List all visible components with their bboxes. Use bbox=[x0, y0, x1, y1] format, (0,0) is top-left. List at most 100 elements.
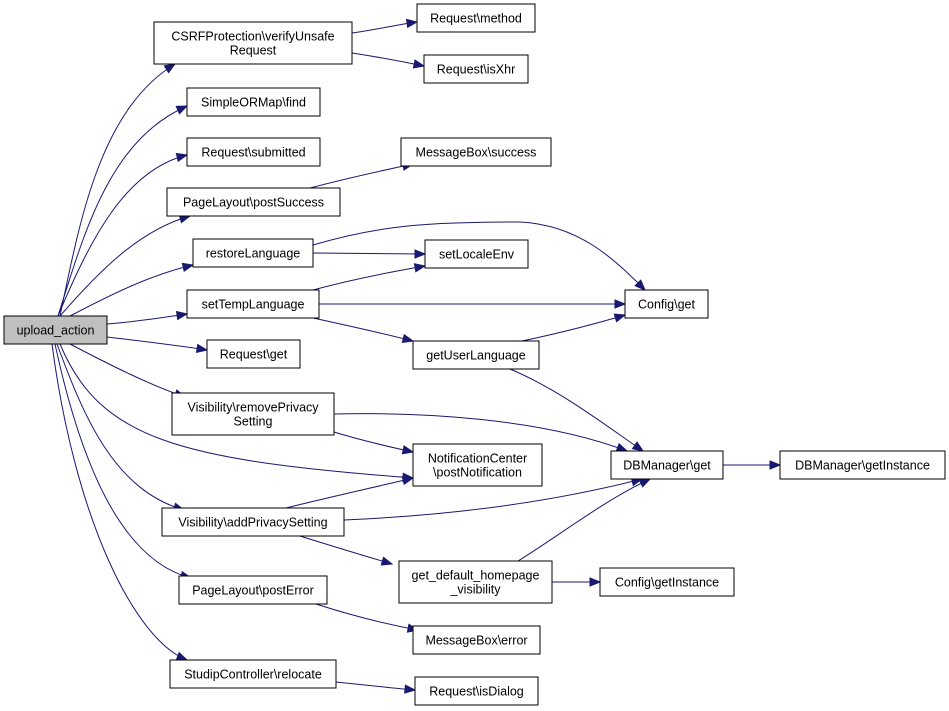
edge-line bbox=[69, 264, 194, 317]
edge-upload_action-to-restore_lang bbox=[69, 262, 195, 317]
node-box bbox=[779, 450, 946, 480]
edge-temp_lang-to-set_locale bbox=[312, 263, 427, 291]
node-req-get[interactable]: Request\get bbox=[206, 339, 301, 369]
edge-line bbox=[521, 314, 626, 342]
edge-line bbox=[335, 681, 416, 691]
edge-line bbox=[315, 603, 419, 631]
node-box bbox=[412, 625, 541, 655]
node-relocate[interactable]: StudipController\relocate bbox=[169, 659, 337, 689]
edge-line bbox=[312, 265, 426, 291]
edge-line bbox=[57, 154, 188, 317]
edge-line bbox=[509, 368, 644, 452]
node-box bbox=[414, 676, 539, 706]
node-box bbox=[599, 567, 735, 597]
node-label: Request\get bbox=[220, 348, 288, 362]
edge-csrf-to-req_isxhr bbox=[351, 52, 426, 69]
arrowhead bbox=[401, 333, 415, 344]
node-label: setTempLanguage bbox=[202, 298, 305, 312]
node-config-get[interactable]: Config\get bbox=[624, 289, 709, 319]
node-req-isxhr[interactable]: Request\isXhr bbox=[423, 54, 529, 84]
arrowhead bbox=[175, 310, 189, 321]
node-label: PageLayout\postSuccess bbox=[183, 196, 324, 210]
node-vis-add[interactable]: Visibility\addPrivacySetting bbox=[161, 507, 345, 537]
arrowhead bbox=[769, 460, 782, 470]
arrowhead bbox=[413, 263, 427, 273]
edge-upload_action-to-relocate bbox=[51, 343, 189, 661]
node-box bbox=[400, 137, 552, 167]
edge-line bbox=[312, 317, 414, 342]
edge-line bbox=[351, 52, 425, 67]
edge-line bbox=[57, 105, 188, 317]
node-box bbox=[412, 340, 540, 370]
node-box bbox=[169, 659, 337, 689]
node-box bbox=[192, 238, 314, 268]
edge-vis_add-to-notif bbox=[285, 475, 415, 509]
node-label: setLocaleEnv bbox=[439, 248, 515, 262]
node-config-instance[interactable]: Config\getInstance bbox=[599, 567, 735, 597]
arrowhead bbox=[638, 478, 652, 488]
node-label: DBManager\get bbox=[623, 459, 711, 473]
edge-vis_remove-to-notif bbox=[333, 431, 415, 455]
node-set-locale[interactable]: setLocaleEnv bbox=[424, 239, 529, 269]
node-label: PageLayout\postError bbox=[192, 584, 314, 598]
edge-user_lang-to-config_get bbox=[521, 313, 627, 342]
edge-line bbox=[312, 221, 646, 291]
node-user-lang[interactable]: getUserLanguage bbox=[412, 340, 540, 370]
node-label: upload_action bbox=[17, 324, 95, 338]
node-box bbox=[624, 289, 709, 319]
call-nodes: upload_action CSRFProtection\verifyUnsafe… bbox=[3, 3, 946, 706]
node-msg-success[interactable]: MessageBox\success bbox=[400, 137, 552, 167]
edge-db_get-to-db_instance bbox=[723, 460, 782, 470]
node-label: _visibility bbox=[449, 583, 501, 597]
edge-line bbox=[333, 431, 414, 453]
node-temp-lang[interactable]: setTempLanguage bbox=[186, 289, 320, 319]
edge-line bbox=[59, 215, 191, 317]
arrowhead bbox=[175, 105, 189, 115]
edge-line bbox=[517, 478, 651, 562]
node-msg-error[interactable]: MessageBox\error bbox=[412, 625, 541, 655]
arrowhead bbox=[631, 441, 645, 452]
node-pl-error[interactable]: PageLayout\postError bbox=[178, 575, 328, 605]
node-orm-find[interactable]: SimpleORMap\find bbox=[186, 87, 321, 117]
edge-user_lang-to-db_get bbox=[509, 368, 645, 452]
node-box bbox=[398, 560, 553, 604]
edge-csrf-to-req_method bbox=[351, 18, 419, 34]
edge-line bbox=[59, 343, 414, 479]
arrowhead bbox=[380, 556, 394, 566]
node-notif[interactable]: NotificationCenter\postNotification bbox=[412, 443, 543, 487]
arrowhead bbox=[412, 59, 426, 69]
edge-line bbox=[343, 478, 643, 521]
node-label: Config\get bbox=[638, 298, 696, 312]
node-req-method[interactable]: Request\method bbox=[416, 3, 536, 33]
node-box bbox=[166, 187, 341, 217]
node-label: Request\submitted bbox=[201, 146, 305, 160]
node-box bbox=[412, 443, 543, 487]
arrowhead bbox=[615, 442, 629, 452]
node-db-get[interactable]: DBManager\get bbox=[610, 450, 724, 480]
edge-line bbox=[59, 63, 176, 317]
node-restore-lang[interactable]: restoreLanguage bbox=[192, 238, 314, 268]
node-db-instance[interactable]: DBManager\getInstance bbox=[779, 450, 946, 480]
edge-line bbox=[106, 336, 208, 351]
edge-line bbox=[56, 343, 185, 511]
node-box bbox=[186, 289, 320, 319]
arrowhead bbox=[175, 152, 189, 163]
node-label: CSRFProtection\verifyUnsafe bbox=[171, 30, 334, 44]
edge-upload_action-to-orm_find bbox=[57, 105, 189, 317]
node-upload-action[interactable]: upload_action bbox=[3, 315, 108, 345]
node-default-vis[interactable]: get_default_homepage_visibility bbox=[398, 560, 553, 604]
edge-line bbox=[312, 252, 426, 255]
node-label: Request\isDialog bbox=[429, 685, 524, 699]
node-label: Config\getInstance bbox=[615, 576, 719, 590]
node-req-submitted[interactable]: Request\submitted bbox=[186, 137, 321, 167]
edge-pl_error-to-msg_error bbox=[315, 603, 420, 633]
edge-line bbox=[54, 343, 192, 579]
arrowhead bbox=[613, 313, 627, 323]
node-req-isdialog[interactable]: Request\isDialog bbox=[414, 676, 539, 706]
arrowhead bbox=[401, 445, 415, 455]
edge-restore_lang-to-config_get bbox=[312, 221, 646, 291]
arrowhead bbox=[163, 63, 177, 74]
node-pl-success[interactable]: PageLayout\postSuccess bbox=[166, 187, 341, 217]
